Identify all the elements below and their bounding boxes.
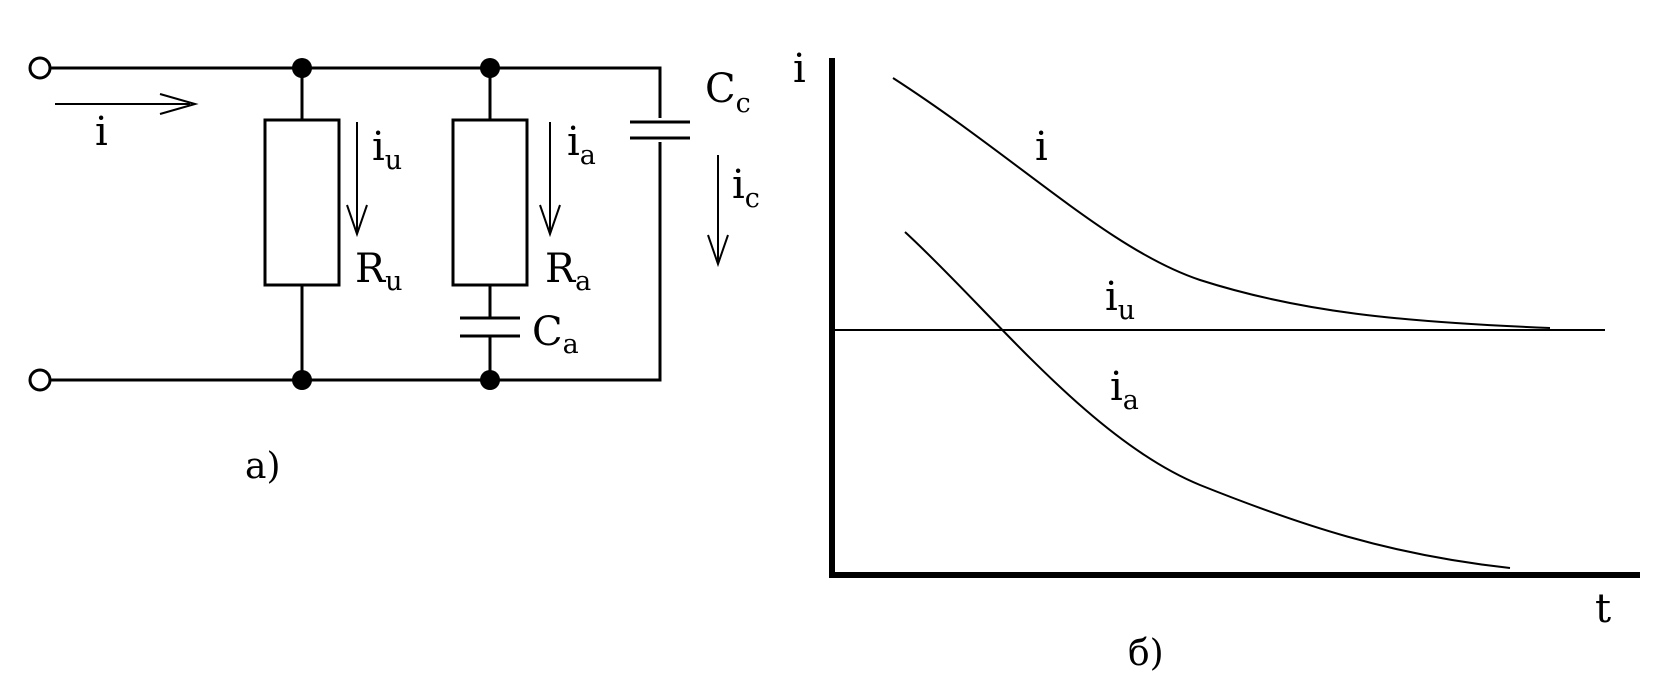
iu-current-arrow [346, 122, 368, 238]
current-time-graph: i t i iu ia б) [793, 46, 1640, 674]
x-axis-label: t [1595, 586, 1611, 632]
graph-caption: б) [1128, 633, 1164, 674]
ia-current-label: ia [567, 119, 596, 171]
graph-axes [829, 58, 1640, 578]
ru-label: Ru [355, 246, 403, 297]
capacitor-ca [460, 316, 520, 338]
input-terminal-bottom [28, 368, 52, 392]
cc-label: Cc [705, 66, 751, 119]
ca-label: Ca [532, 309, 579, 360]
curve-iu-label: iu [1105, 274, 1135, 326]
input-current-label: i [95, 109, 108, 155]
ic-current-label: ic [732, 162, 760, 214]
top-rail-wire [50, 66, 662, 118]
capacitor-cc [630, 120, 690, 140]
resistor-ra [451, 118, 529, 287]
input-terminal-top [28, 56, 52, 80]
bottom-rail-wire [50, 142, 662, 382]
ra-label: Ra [545, 246, 591, 297]
ic-current-arrow [707, 155, 729, 268]
ia-current-arrow [539, 122, 561, 238]
junction-node [480, 58, 500, 78]
curve-i [892, 77, 1551, 329]
curve-i-label: i [1035, 124, 1048, 170]
circuit-caption: а) [245, 446, 281, 487]
curve-ia-label: ia [1110, 364, 1139, 416]
curve-ia [904, 231, 1511, 569]
junction-node [292, 58, 312, 78]
circuit-diagram: i iu ia ic Ru Ra Ca Cc а) [28, 56, 760, 487]
input-current-arrow [55, 93, 199, 115]
junction-node [480, 370, 500, 390]
resistor-ru [263, 118, 341, 287]
iu-current-label: iu [372, 124, 402, 176]
junction-node [292, 370, 312, 390]
y-axis-label: i [793, 46, 806, 92]
